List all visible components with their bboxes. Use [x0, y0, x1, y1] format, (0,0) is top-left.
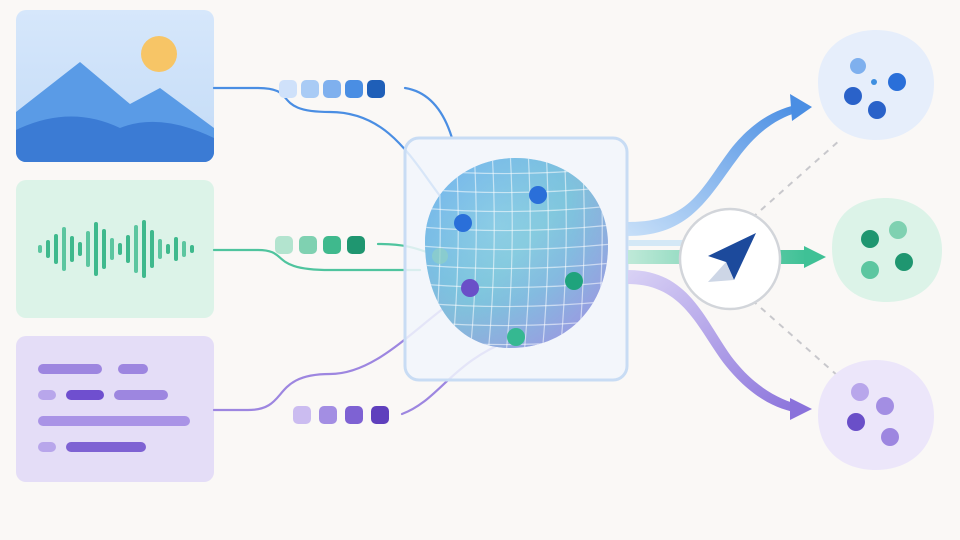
point-purple-1	[461, 279, 479, 297]
waveform-bar	[158, 239, 162, 259]
purple-cluster-icon	[818, 360, 934, 470]
image-token-2	[301, 80, 319, 98]
waveform-bar	[94, 222, 98, 276]
text-token-3	[345, 406, 363, 424]
blue-cluster-icon	[818, 30, 934, 140]
grid-line	[425, 281, 608, 289]
purple-output-flow	[628, 270, 800, 413]
text-token-2	[319, 406, 337, 424]
waveform-bar	[38, 245, 42, 253]
audio-input-card	[16, 180, 214, 318]
grid-line	[425, 205, 608, 213]
grid-line	[425, 262, 608, 270]
router-node	[678, 207, 782, 311]
point-green-1	[565, 272, 583, 290]
waveform-bar	[110, 238, 114, 260]
grid-line	[505, 158, 513, 348]
image-token-5	[367, 80, 385, 98]
text-token-1	[293, 406, 311, 424]
waveform-bar	[166, 244, 170, 254]
grid-line	[559, 158, 567, 348]
waveform-bar	[86, 231, 90, 267]
grid-line	[469, 158, 477, 348]
image-token-4	[345, 80, 363, 98]
blue-dashed-link	[751, 139, 841, 219]
green-arrowhead	[804, 246, 826, 268]
audio-token-1	[275, 236, 293, 254]
grid-line	[425, 224, 608, 232]
mountain-landscape-icon	[16, 36, 214, 162]
grid-line	[487, 158, 495, 348]
audio-connector	[212, 248, 422, 272]
blue-output-flow	[628, 104, 800, 236]
waveform-bar	[62, 227, 66, 271]
audio-token-2	[299, 236, 317, 254]
point-blue-2	[454, 214, 472, 232]
grid-line	[541, 158, 549, 348]
waveform-bar	[70, 236, 74, 262]
waveform-bar	[78, 242, 82, 256]
grid-line	[523, 158, 531, 348]
purple-dashed-link	[751, 299, 839, 377]
blue-arrowhead	[790, 94, 812, 121]
point-teal-hint	[432, 248, 448, 264]
point-blue-1	[529, 186, 547, 204]
waveform-bar	[126, 235, 130, 263]
point-green-2	[507, 328, 525, 346]
grid-line	[425, 300, 608, 308]
audio-waveform-icon	[38, 220, 194, 278]
waveform-bar	[182, 241, 186, 257]
waveform-bar	[46, 240, 50, 258]
text-input-card	[16, 336, 214, 482]
audio-token-3	[323, 236, 341, 254]
green-cluster-icon	[832, 198, 942, 302]
waveform-bar	[190, 245, 194, 253]
waveform-bar	[174, 237, 178, 261]
image-token-3	[323, 80, 341, 98]
purple-arrowhead	[790, 398, 812, 420]
embedding-core	[403, 136, 629, 382]
token-sequences	[275, 80, 389, 424]
navigation-arrow-icon	[708, 233, 756, 282]
waveform-bar	[54, 234, 58, 264]
embedding-sphere-icon	[425, 158, 608, 348]
audio-token-4	[347, 236, 365, 254]
image-token-1	[279, 80, 297, 98]
waveform-bar	[118, 243, 122, 255]
text-lines-icon	[38, 364, 190, 452]
image-input-card	[16, 10, 214, 162]
waveform-bar	[134, 225, 138, 273]
text-token-4	[371, 406, 389, 424]
waveform-bar	[150, 230, 154, 268]
image-connector-upper	[403, 86, 454, 140]
embedding-points	[432, 186, 583, 346]
waveform-bar	[142, 220, 146, 278]
waveform-bar	[102, 229, 106, 269]
grid-line	[425, 243, 608, 251]
